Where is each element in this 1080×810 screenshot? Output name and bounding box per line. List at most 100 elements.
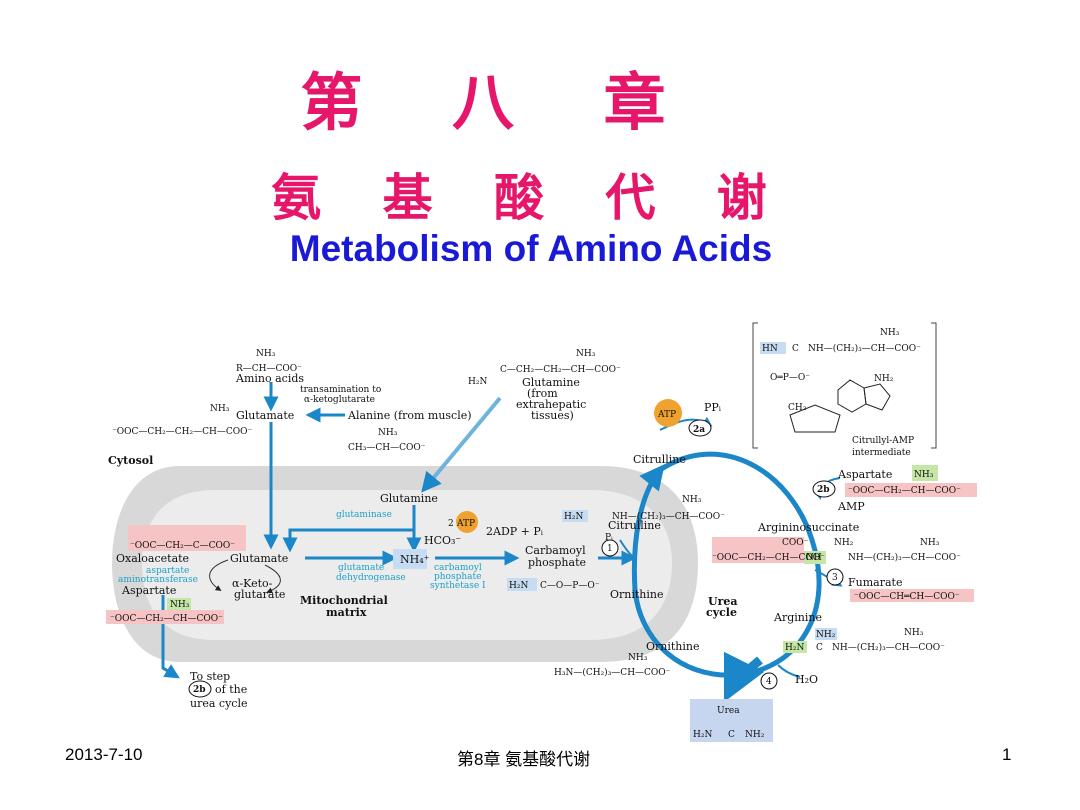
- arginine-c: C: [816, 643, 823, 653]
- nh2-label-arg: NH₂: [816, 630, 836, 640]
- citrulline-chain: NH—(CH₂)₃—CH—COO⁻: [612, 511, 725, 522]
- glutamate-mid-label: Glutamate: [230, 552, 288, 565]
- nh3-label: NH₃: [256, 349, 276, 359]
- cytosol-label: Cytosol: [108, 454, 153, 467]
- step-2b: 2b: [817, 485, 830, 495]
- h2n-label-gln: H₂N: [468, 377, 487, 387]
- gdh-label-1: glutamate: [338, 563, 384, 573]
- nh3-label-gln: NH₃: [576, 349, 596, 359]
- h2n-cit: H₂N: [564, 512, 583, 522]
- h2o-label: H₂O: [795, 673, 818, 686]
- pi-label: Pᵢ: [605, 533, 613, 543]
- c-label: C: [792, 344, 799, 354]
- amino-acids-label: Amino acids: [235, 372, 304, 385]
- argsucc-structure: ⁻OOC—CH₂—CH—COO⁻: [712, 553, 825, 563]
- citrullyl-label-2: intermediate: [852, 448, 911, 458]
- aat-label-1: aspartate: [146, 566, 189, 576]
- keto-label-2: glutarate: [234, 588, 285, 601]
- to-step-label-3: of the: [215, 683, 247, 696]
- h2n-carbamoyl: H₂N: [509, 581, 528, 591]
- alanine-label: Alanine (from muscle): [347, 409, 472, 422]
- footer-page-number: 1: [1002, 745, 1012, 764]
- ketoglutarate-label: α-ketoglutarate: [304, 395, 375, 405]
- to-step-label-1: To step: [190, 670, 230, 683]
- nh3-label-as: NH₃: [920, 538, 940, 548]
- glutamine-from-label: (from: [527, 387, 558, 400]
- transamination-label: transamination to: [300, 385, 381, 395]
- ornithine-bottom-label: Ornithine: [646, 640, 700, 653]
- nh2-urea: NH₂: [745, 730, 765, 740]
- mito-label-1: Mitochondrial: [300, 594, 388, 607]
- nh3-label-cam: NH₃: [880, 328, 900, 338]
- urea-label: Urea: [717, 706, 740, 716]
- nh4-label: NH₄⁺: [400, 553, 430, 566]
- citrullyl-label-1: Citrullyl-AMP: [852, 436, 914, 446]
- citrulline-mid-label: Citrulline: [608, 519, 661, 532]
- h2n-urea: H₂N: [693, 730, 712, 740]
- keto-label-1: α-Keto-: [232, 577, 273, 590]
- glutamine-top-label: Glutamine: [522, 376, 580, 389]
- urea-c: C: [728, 730, 735, 740]
- amino-acid-structure: R—CH—COO⁻: [236, 364, 302, 374]
- step-4: 4: [766, 677, 772, 687]
- step-3: 3: [832, 573, 838, 583]
- glutamate-structure: ⁻OOC—CH₂—CH₂—CH—COO⁻: [112, 427, 252, 437]
- hn-label: HN: [762, 344, 778, 354]
- ornithine-structure: H₃N—(CH₂)₃—CH—COO⁻: [554, 667, 671, 678]
- nh3-label-ala: NH₃: [378, 428, 398, 438]
- aspartate-right-structure: ⁻OOC—CH₂—CH—COO⁻: [848, 486, 961, 496]
- arginine-label: Arginine: [773, 611, 822, 624]
- amp-label: AMP: [837, 500, 865, 513]
- nh-label: NH: [806, 553, 822, 563]
- oxaloacetate-label: Oxaloacetate: [116, 552, 189, 565]
- nh3-label-asp2: NH₃: [914, 470, 934, 480]
- argininosuccinate-label: Argininosuccinate: [757, 521, 859, 534]
- ppi-label: PPᵢ: [704, 401, 722, 414]
- cps-label-1: carbamoyl: [434, 563, 482, 573]
- aat-label-2: aminotransferase: [118, 575, 198, 585]
- urea-cycle-label-1: Urea: [708, 595, 738, 608]
- hco3-label: HCO₃⁻: [424, 534, 461, 547]
- fumarate-structure: ⁻OOC—CH═CH—COO⁻: [854, 592, 960, 602]
- urea-cycle-label-2: cycle: [706, 606, 737, 619]
- nh3-label-cit: NH₃: [682, 495, 702, 505]
- phosphate-label: O═P—O⁻: [770, 373, 810, 383]
- nh3-label-glu: NH₃: [210, 404, 230, 414]
- argsucc-chain: NH—(CH₂)₃—CH—COO⁻: [848, 552, 961, 563]
- footer-center: 第8章 氨基酸代谢: [457, 750, 591, 769]
- nh2-label-as: NH₂: [834, 538, 854, 548]
- arginine-chain: NH—(CH₂)₃—CH—COO⁻: [832, 642, 945, 653]
- glutamine-extrahepatic-label: extrahepatic: [516, 398, 586, 411]
- aspartate-structure: ⁻OOC—CH₂—CH—COO⁻: [110, 614, 223, 624]
- to-step-label-2: 2b: [193, 685, 206, 695]
- oxaloacetate-structure: ⁻OOC—CH₂—C—COO⁻: [130, 541, 235, 551]
- footer-date: 2013-7-10: [65, 745, 143, 764]
- glutamine-tissues-label: tissues): [531, 409, 574, 422]
- cps-label-2: phosphate: [434, 572, 481, 582]
- chapter-subtitle: 氨 基 酸 代 谢: [271, 168, 789, 227]
- alanine-structure: CH₃—CH—COO⁻: [348, 443, 426, 453]
- to-step-label-4: urea cycle: [190, 697, 247, 710]
- glutaminase-label: glutaminase: [336, 510, 392, 520]
- gdh-label-2: dehydrogenase: [336, 573, 406, 583]
- fumarate-label: Fumarate: [848, 576, 902, 589]
- nh3-label-orn: NH₃: [628, 653, 648, 663]
- glutamate-label: Glutamate: [236, 409, 294, 422]
- nh3-label-arg: NH₃: [904, 628, 924, 638]
- mito-label-2: matrix: [326, 606, 367, 619]
- english-title: Metabolism of Amino Acids: [289, 228, 773, 269]
- citrullyl-chain: NH—(CH₂)₃—CH—COO⁻: [808, 343, 921, 354]
- glutamine-structure: C—CH₂—CH₂—CH—COO⁻: [500, 365, 621, 375]
- citrulline-top-label: Citrulline: [633, 453, 686, 466]
- adenine-nh2: NH₂: [874, 374, 894, 384]
- ch2-label: CH₂: [788, 403, 807, 413]
- coo-label: COO⁻: [782, 538, 809, 548]
- h2n-arg: H₂N: [785, 643, 804, 653]
- aspartate-right-label: Aspartate: [837, 468, 892, 481]
- carbamoyl-label-2: phosphate: [528, 556, 586, 569]
- step-2a: 2a: [693, 425, 705, 435]
- carbamoyl-label-1: Carbamoyl: [525, 544, 586, 557]
- chapter-title: 第 八 章: [300, 66, 700, 139]
- ornithine-mid-label: Ornithine: [610, 588, 664, 601]
